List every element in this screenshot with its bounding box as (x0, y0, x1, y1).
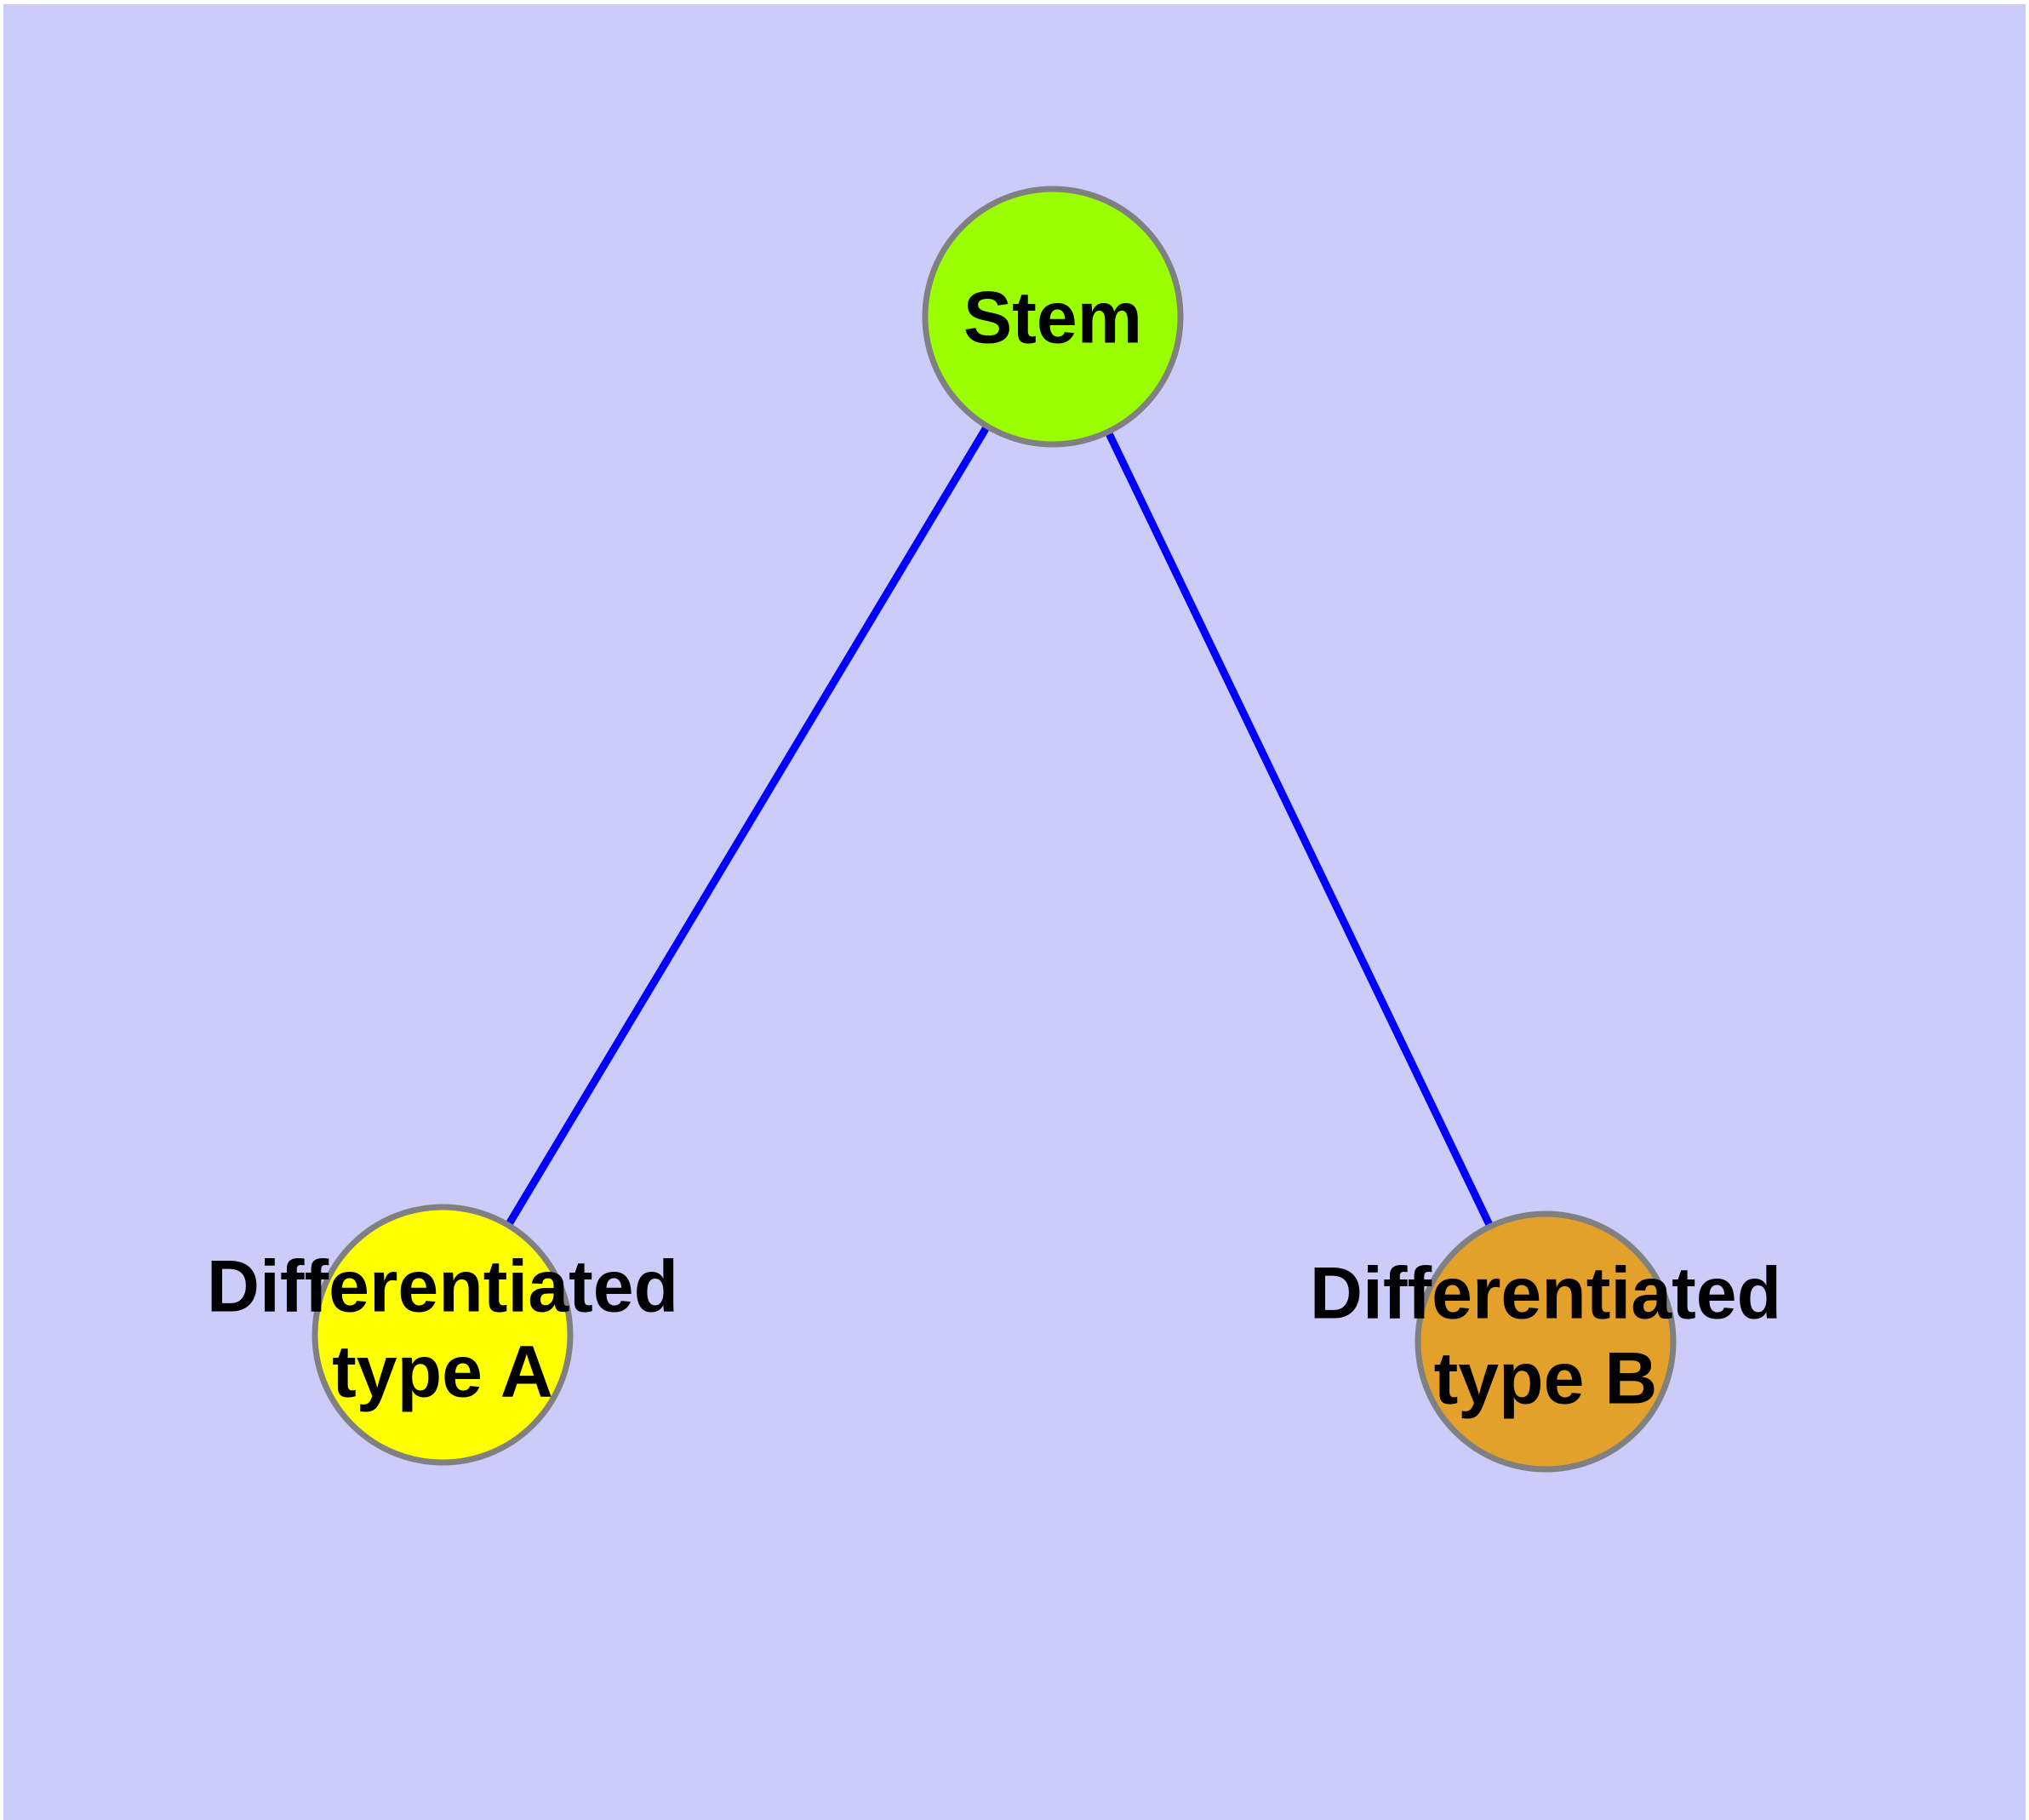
edge-stem-to-differentiated-type-b[interactable] (1105, 432, 1494, 1227)
node-differentiated-type-a-circle[interactable] (311, 1204, 574, 1466)
node-differentiated-type-a-label-line1: Differentiated (207, 1246, 678, 1328)
node-differentiated-type-b-circle[interactable] (1415, 1210, 1677, 1473)
node-stem[interactable] (922, 186, 1184, 448)
node-layer (311, 186, 1677, 1473)
edge-layer (506, 426, 1494, 1227)
edge-stem-to-differentiated-type-a[interactable] (506, 426, 990, 1226)
node-differentiated-type-a-label-line2: type A (332, 1331, 553, 1413)
node-differentiated-type-b-label-line1: Differentiated (1310, 1253, 1781, 1335)
node-stem-circle[interactable] (922, 186, 1184, 448)
node-differentiated-type-a[interactable] (311, 1204, 574, 1466)
node-differentiated-type-b-label-line2: type B (1434, 1338, 1658, 1420)
node-stem-label: Stem (963, 278, 1142, 359)
node-differentiated-type-b[interactable] (1415, 1210, 1677, 1473)
label-layer: Stem Differentiated type A Differentiate… (207, 278, 1781, 1420)
